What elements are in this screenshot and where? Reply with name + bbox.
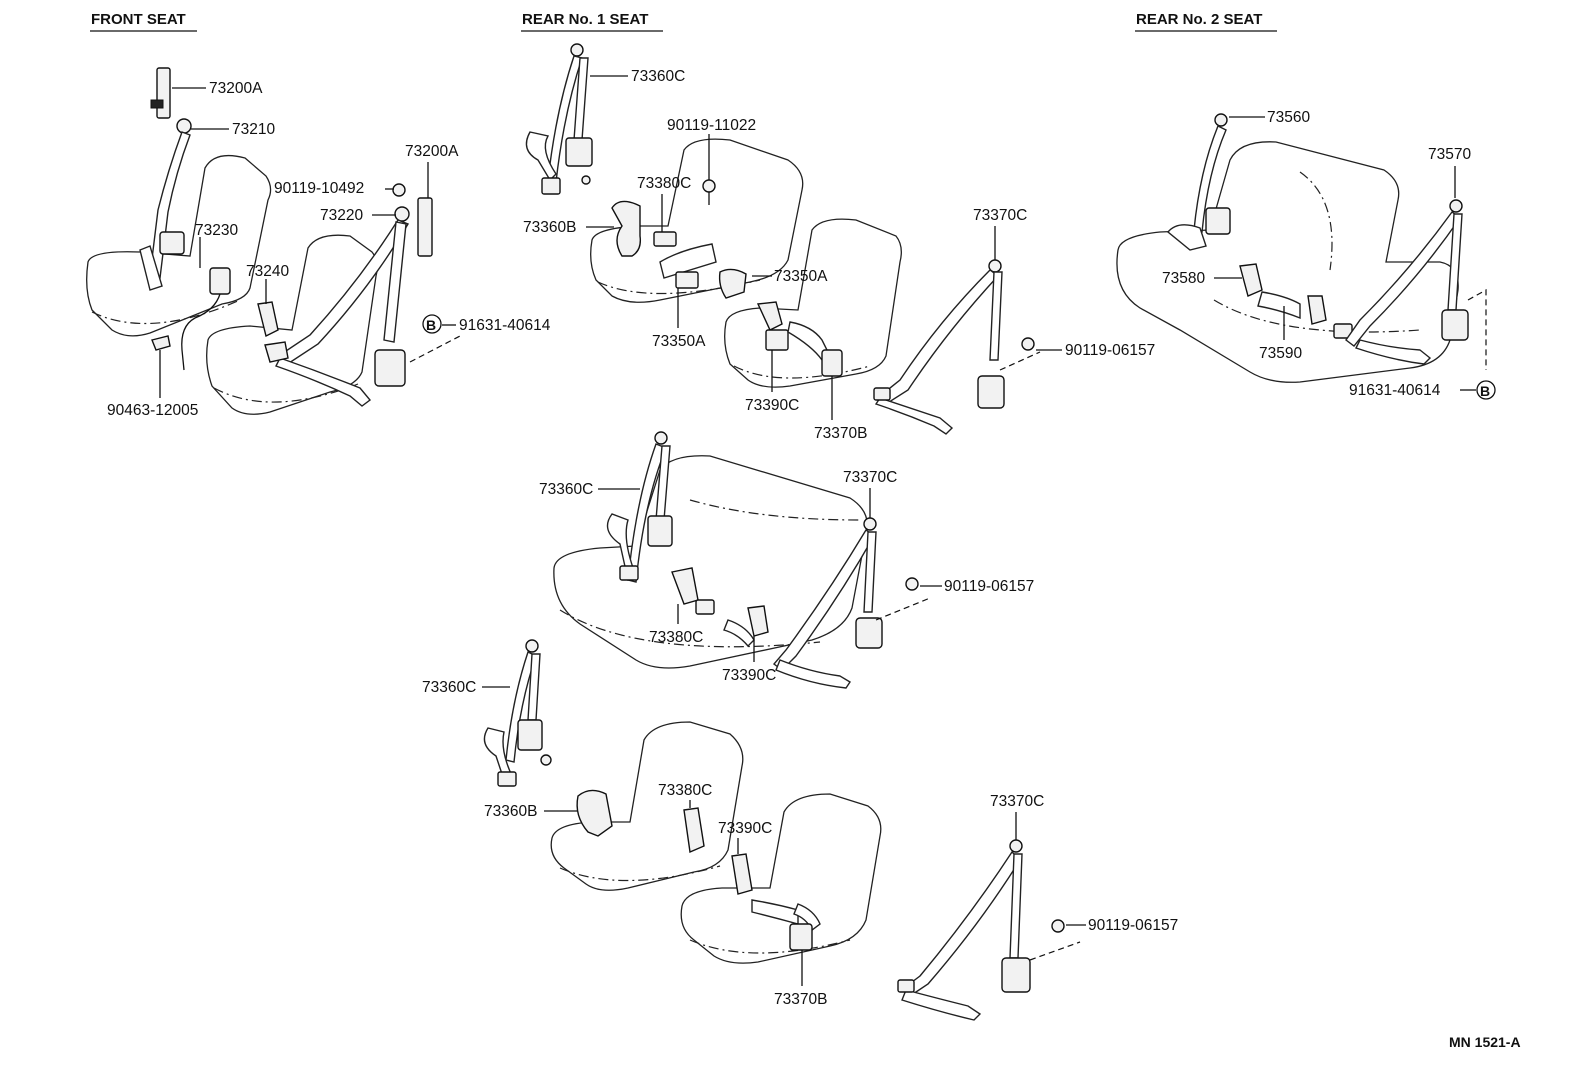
- label-73200A-right: 73200A: [405, 143, 459, 160]
- shoulder-anchor-adjuster-right: [417, 197, 433, 257]
- label-91631-40614-front: 91631-40614: [459, 317, 551, 334]
- bottom-retractor-73370C: [1001, 957, 1031, 993]
- header-front-seat: FRONT SEAT: [91, 11, 186, 28]
- label-73390C-rear1: 73390C: [745, 397, 799, 414]
- rear2-retractor-left: [1205, 207, 1231, 235]
- label-73580: 73580: [1162, 270, 1205, 287]
- label-73590: 73590: [1259, 345, 1302, 362]
- front-seat-labels: 73200A 73210 73230 73240 90463-12005 901…: [107, 80, 551, 419]
- label-73360C-bottom: 73360C: [422, 679, 476, 696]
- label-73370C-rear1: 73370C: [973, 207, 1027, 224]
- bottom-retractor-left: [517, 719, 543, 751]
- figure-id: MN 1521-A: [1449, 1034, 1521, 1050]
- label-90119-10492: 90119-10492: [274, 180, 364, 197]
- marker-b-front: B: [426, 317, 436, 333]
- label-73370B-rear1: 73370B: [814, 425, 867, 442]
- rear-no2-seat-group: [1116, 113, 1487, 383]
- shoulder-anchor-adjuster: [156, 67, 171, 119]
- label-73210: 73210: [232, 121, 275, 138]
- header-rear-no1-seat: REAR No. 1 SEAT: [522, 11, 648, 28]
- bottom-labels: 73360C 73380C 73360B 73390C 73370B 73370…: [422, 679, 1178, 1008]
- rear1-retractor-73370B: [821, 349, 843, 377]
- label-73390C-middle: 73390C: [722, 667, 776, 684]
- label-73360B-rear1: 73360B: [523, 219, 576, 236]
- rear-no2-labels: 73560 73570 73580 73590 91631-40614 B: [1162, 109, 1496, 400]
- rear1-retractor-73370C: [977, 375, 1005, 409]
- label-73390C-bottom: 73390C: [718, 820, 772, 837]
- buckle-73230: [209, 267, 231, 295]
- rear1-buckle-73360B: [611, 200, 642, 257]
- label-73360C-middle: 73360C: [539, 481, 593, 498]
- label-73240: 73240: [246, 263, 289, 280]
- label-90119-11022: 90119-11022: [667, 117, 756, 134]
- label-73220: 73220: [320, 207, 363, 224]
- middle-bench-labels: 73360C 73370C 90119-06157 73380C 73390C: [539, 469, 1034, 684]
- rear1-bench-seat: [590, 138, 804, 303]
- middle-bench-seat: [553, 455, 868, 669]
- bottom-right-seat: [680, 793, 882, 964]
- label-73560: 73560: [1267, 109, 1310, 126]
- rear-no1-seat-group: [525, 43, 1041, 435]
- label-73200A-top: 73200A: [209, 80, 263, 97]
- label-73370C-bottom: 73370C: [990, 793, 1044, 810]
- label-73370B-bottom: 73370B: [774, 991, 827, 1008]
- label-73350A-right: 73350A: [774, 268, 828, 285]
- middle-bench-group: [553, 431, 931, 689]
- front-right-seat: [206, 234, 378, 415]
- label-91631-40614-rear2: 91631-40614: [1349, 382, 1441, 399]
- retractor-left: [159, 231, 185, 255]
- clip-90463: [151, 335, 171, 351]
- bottom-buckle-73360B: [576, 789, 613, 837]
- label-90119-06157-rear1: 90119-06157: [1065, 342, 1155, 359]
- bottom-group: [483, 639, 1081, 1021]
- section-headers: FRONT SEAT REAR No. 1 SEAT REAR No. 2 SE…: [90, 11, 1277, 32]
- label-73380C-rear1: 73380C: [637, 175, 691, 192]
- rear2-retractor-right: [1441, 309, 1469, 341]
- label-73350A-below: 73350A: [652, 333, 706, 350]
- header-rear-no2-seat: REAR No. 2 SEAT: [1136, 11, 1262, 28]
- middle-retractor-left: [647, 515, 673, 547]
- upper-anchor-bolt: [176, 118, 192, 134]
- label-73230: 73230: [195, 222, 238, 239]
- upper-anchor-73220: [394, 206, 410, 222]
- bolt-90119-10492: [392, 183, 406, 197]
- label-90463-12005: 90463-12005: [107, 402, 198, 419]
- label-73570: 73570: [1428, 146, 1471, 163]
- rear-no1-labels: 73360C 90119-11022 73380C 73360B 73350A …: [523, 68, 1155, 442]
- bottom-retractor-73370B: [789, 923, 813, 951]
- label-73380C-middle: 73380C: [649, 629, 703, 646]
- label-73360B-bottom: 73360B: [484, 803, 537, 820]
- retractor-right: [374, 349, 406, 387]
- label-73360C-rear1: 73360C: [631, 68, 685, 85]
- middle-retractor-right: [855, 617, 883, 649]
- label-90119-06157-bottom: 90119-06157: [1088, 917, 1178, 934]
- buckle-73240: [257, 301, 279, 338]
- label-73370C-middle: 73370C: [843, 469, 897, 486]
- rear1-retractor: [565, 137, 593, 167]
- label-73380C-bottom: 73380C: [658, 782, 712, 799]
- label-90119-06157-middle: 90119-06157: [944, 578, 1034, 595]
- marker-b-rear2: B: [1480, 383, 1490, 399]
- front-seat-group: [86, 67, 461, 415]
